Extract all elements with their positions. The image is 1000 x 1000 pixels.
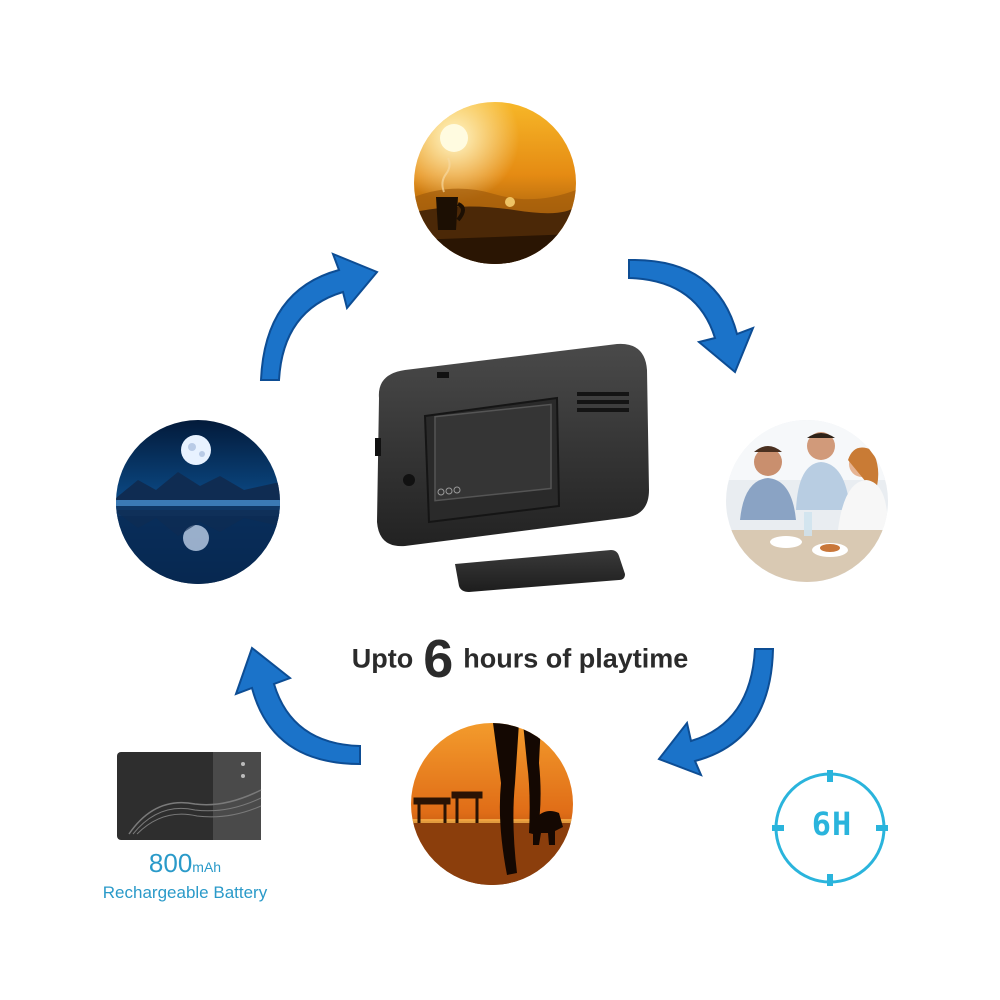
headline-suffix: hours of playtime — [463, 643, 689, 674]
curved-arrow-icon — [628, 258, 755, 374]
clock-icon — [772, 770, 888, 886]
night-moon-scene — [116, 420, 280, 584]
battery-icon — [117, 752, 262, 840]
curved-arrow-icon — [259, 252, 379, 381]
clock-hours-label: 6H — [811, 805, 853, 843]
sunrise-coffee-scene — [414, 102, 576, 264]
headline-prefix: Upto — [351, 643, 414, 674]
speaker-device — [375, 343, 649, 592]
beach-walk-scene — [411, 723, 573, 885]
friends-dinner-scene — [726, 420, 888, 582]
playtime-headline: Upto 6 hours of playtime — [300, 628, 740, 690]
curved-arrow-icon — [657, 648, 775, 777]
battery-capacity-number: 800 — [148, 848, 193, 878]
battery-capacity-unit: mAh — [192, 859, 222, 875]
battery-type-label: Rechargeable Battery — [102, 883, 268, 902]
curved-arrow-icon — [234, 646, 361, 766]
headline-number: 6 — [423, 629, 454, 689]
battery-caption: 800mAh Rechargeable Battery — [90, 848, 280, 903]
